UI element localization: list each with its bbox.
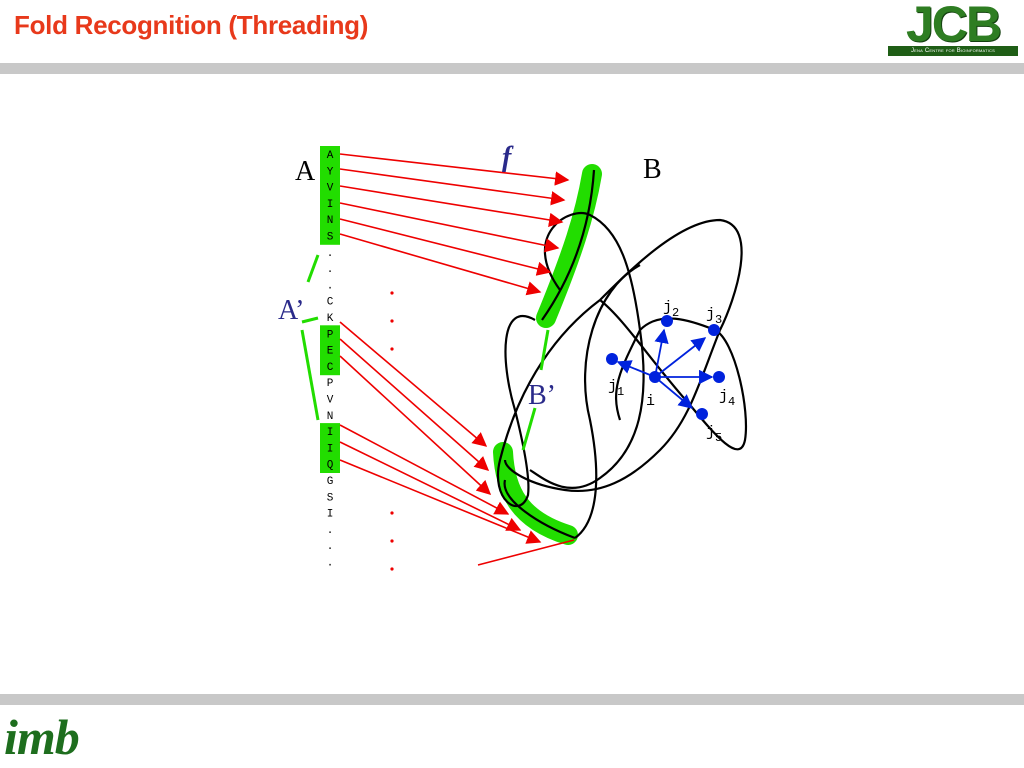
- node-j2: [661, 315, 673, 327]
- alignment-arrows: [339, 153, 575, 566]
- sequence-residue: .: [327, 525, 334, 537]
- node-j4: [713, 371, 725, 383]
- sequence-residue: K: [327, 313, 334, 325]
- sequence-residue: N: [327, 411, 334, 423]
- a-prime-link-low: [300, 329, 320, 421]
- jcb-logo-text: JCB: [905, 0, 1002, 52]
- node-j5: [696, 408, 708, 420]
- a-prime-link-top: [306, 254, 320, 283]
- b-prime-highlight-bottom: [493, 442, 578, 545]
- sequence-highlight-2: [320, 325, 340, 376]
- sequence-residue: Q: [327, 460, 334, 472]
- sequence-residue: S: [327, 232, 334, 244]
- contact-arrows: [616, 328, 714, 409]
- label-j2: j2: [663, 299, 679, 320]
- gap-dots: [390, 291, 394, 571]
- sequence-residue: I: [327, 427, 334, 439]
- a-prime-links: [300, 254, 320, 421]
- sequence-highlight-1: [320, 146, 340, 245]
- sequence-residue: .: [327, 264, 334, 276]
- label-a-prime: A’: [278, 295, 304, 326]
- structure-b-backbone: [497, 169, 748, 540]
- slide-title: Fold Recognition (Threading): [14, 10, 369, 40]
- query-sequence: AYVINS...CKPECPVNIIQGSI...: [327, 150, 334, 570]
- footer-divider: [0, 694, 1024, 705]
- sequence-residue: .: [327, 541, 334, 553]
- sequence-highlight-3: [320, 423, 340, 473]
- b-prime-highlight-top: [536, 164, 602, 328]
- header-divider: [0, 63, 1024, 74]
- a-prime-link-mid: [301, 316, 319, 324]
- sequence-residue: I: [327, 199, 334, 211]
- sequence-residue: A: [327, 150, 334, 162]
- node-j3: [708, 324, 720, 336]
- label-f: f: [502, 142, 514, 173]
- node-i: [649, 371, 661, 383]
- label-i: i: [646, 393, 655, 410]
- label-a: A: [295, 156, 316, 187]
- label-j4: j4: [719, 388, 735, 409]
- label-j5: j5: [706, 424, 722, 445]
- sequence-residue: V: [327, 395, 334, 407]
- sequence-residue: E: [327, 346, 334, 358]
- sequence-residue: .: [327, 280, 334, 292]
- sequence-highlights: [320, 146, 340, 473]
- imb-logo: imb: [4, 709, 80, 765]
- sequence-residue: .: [327, 248, 334, 260]
- sequence-residue: S: [327, 492, 334, 504]
- jcb-logo: JCB Jena Centre for Bioinformatics: [888, 0, 1018, 58]
- sequence-residue: G: [327, 476, 334, 488]
- label-b-prime: B’: [528, 380, 556, 411]
- sequence-residue: V: [327, 183, 334, 195]
- sequence-residue: .: [327, 558, 334, 570]
- node-j1: [606, 353, 618, 365]
- contact-nodes: [606, 315, 725, 420]
- b-prime-links: [521, 329, 550, 451]
- sequence-residue: P: [327, 329, 334, 341]
- sequence-residue: C: [327, 362, 334, 374]
- sequence-residue: N: [327, 215, 334, 227]
- label-j1: j1: [608, 378, 624, 399]
- sequence-residue: Y: [327, 166, 334, 178]
- sequence-residue: I: [327, 443, 334, 455]
- label-b: B: [643, 154, 662, 185]
- label-j3: j3: [706, 306, 722, 327]
- sequence-residue: C: [327, 297, 334, 309]
- sequence-residue: I: [327, 509, 334, 521]
- sequence-residue: P: [327, 378, 334, 390]
- jcb-logo-subtitle: Jena Centre for Bioinformatics: [888, 46, 1018, 56]
